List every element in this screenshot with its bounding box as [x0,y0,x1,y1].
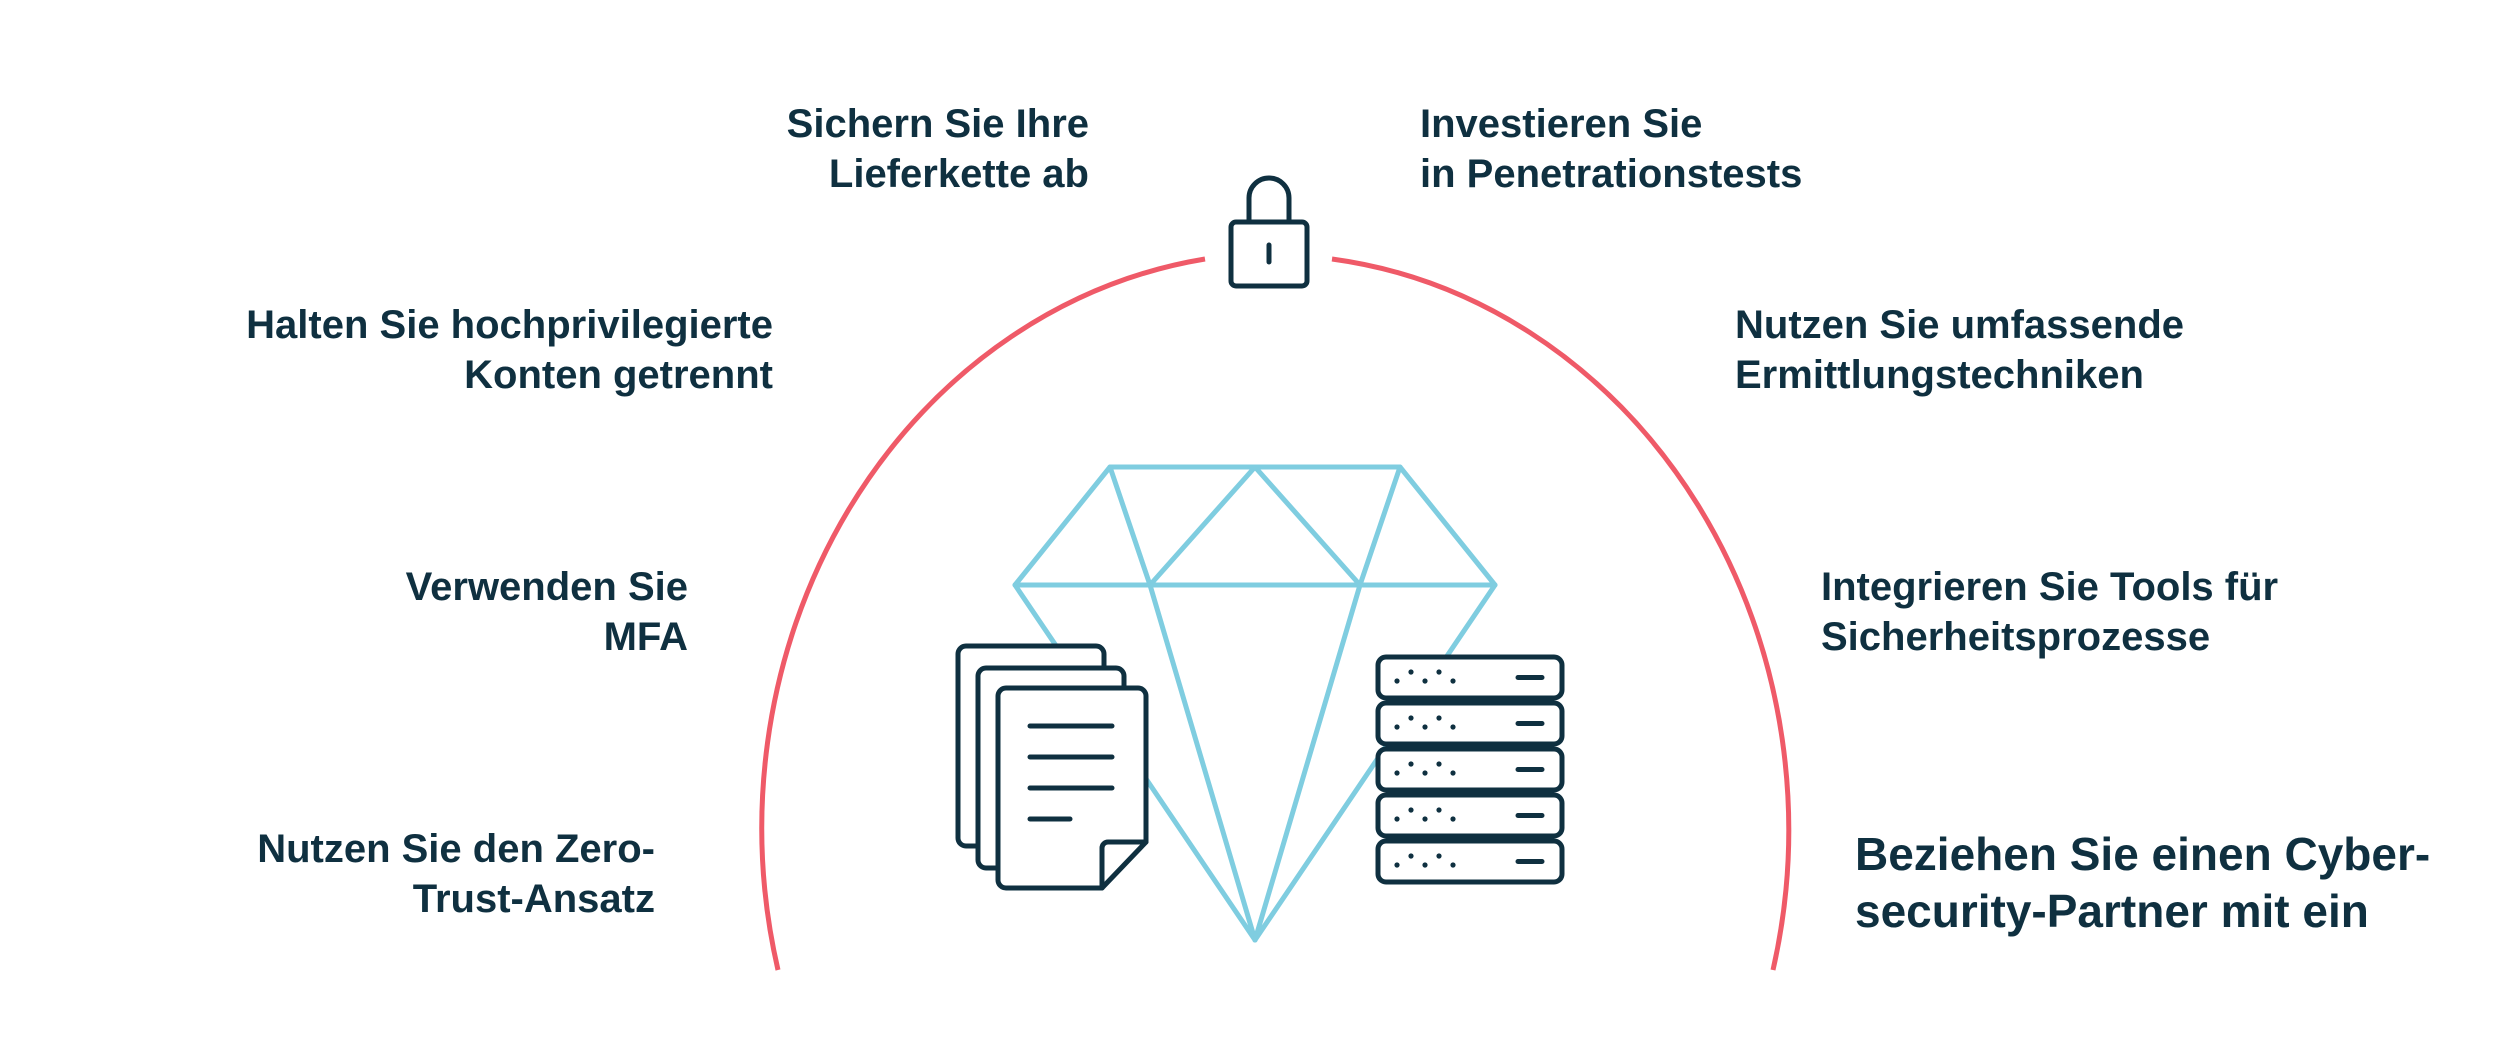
server-unit [1375,746,1565,793]
label-pentest: Investieren Sie in Penetrationstests [1420,99,1802,199]
server-unit-frame [1375,838,1565,885]
label-supply-chain-line2: Lieferkette ab [828,152,1089,196]
label-mfa-line2: MFA [603,615,688,659]
label-zero-trust: Nutzen Sie den Zero- Trust-Ansatz [257,824,655,924]
server-unit [1375,654,1565,701]
label-investigation-line1: Nutzen Sie umfassende [1735,303,2185,347]
padlock-icon [1228,175,1310,289]
server-led-dot [1394,724,1400,730]
documents-icon [955,643,1149,891]
label-mfa: Verwenden Sie MFA [406,562,688,662]
server-led-dot [1436,853,1442,859]
server-led-dot [1422,770,1428,776]
label-privileged-accounts: Halten Sie hochprivilegierte Konten getr… [246,300,773,400]
server-led-dot [1394,678,1400,684]
server-unit-frame [1375,792,1565,839]
server-led-dot [1436,807,1442,813]
label-investigation: Nutzen Sie umfassende Ermittlungstechnik… [1735,300,2184,400]
label-tools-line2: Sicherheitsprozesse [1821,615,2211,659]
server-led-dot [1408,715,1414,721]
server-led-dot [1450,816,1456,822]
label-supply-chain-line1: Sichern Sie Ihre [786,102,1089,146]
red-arc [759,256,1792,971]
label-partner-line2: security-Partner mit ein [1855,885,2369,937]
server-led-dot [1408,807,1414,813]
server-led-dot [1394,816,1400,822]
server-unit [1375,792,1565,839]
server-led-dot [1422,862,1428,868]
label-zero-trust-line1: Nutzen Sie den Zero- [257,827,655,871]
server-led-dot [1436,715,1442,721]
label-privileged-accounts-line1: Halten Sie hochprivilegierte [246,303,773,347]
server-led-dot [1450,724,1456,730]
server-led-dot [1450,678,1456,684]
server-led-dot [1450,770,1456,776]
server-led-dot [1408,853,1414,859]
server-led-dot [1394,862,1400,868]
label-mfa-line1: Verwenden Sie [405,565,688,609]
server-unit [1375,838,1565,885]
server-led-dot [1422,816,1428,822]
diamond-icon [1012,464,1498,943]
server-led-dot [1436,669,1442,675]
server-unit-frame [1375,700,1565,747]
label-tools-line1: Integrieren Sie Tools für [1821,565,2279,609]
label-pentest-line2: in Penetrationstests [1420,152,1803,196]
server-led-dot [1422,678,1428,684]
label-partner-line1: Beziehen Sie einen Cyber- [1855,828,2431,880]
server-unit-frame [1375,746,1565,793]
server-led-dot [1450,862,1456,868]
server-led-dot [1436,761,1442,767]
label-supply-chain: Sichern Sie Ihre Lieferkette ab [787,99,1089,199]
server-led-dot [1408,761,1414,767]
label-pentest-line1: Investieren Sie [1420,102,1703,146]
label-tools: Integrieren Sie Tools für Sicherheitspro… [1821,562,2278,662]
label-partner: Beziehen Sie einen Cyber- security-Partn… [1855,826,2430,940]
label-zero-trust-line2: Trust-Ansatz [412,877,655,921]
server-unit-frame [1375,654,1565,701]
server-unit [1375,700,1565,747]
label-privileged-accounts-line2: Konten getrennt [464,353,773,397]
server-led-dot [1394,770,1400,776]
server-stack-icon [1375,654,1565,885]
label-investigation-line2: Ermittlungstechniken [1735,353,2144,397]
server-led-dot [1422,724,1428,730]
server-led-dot [1408,669,1414,675]
